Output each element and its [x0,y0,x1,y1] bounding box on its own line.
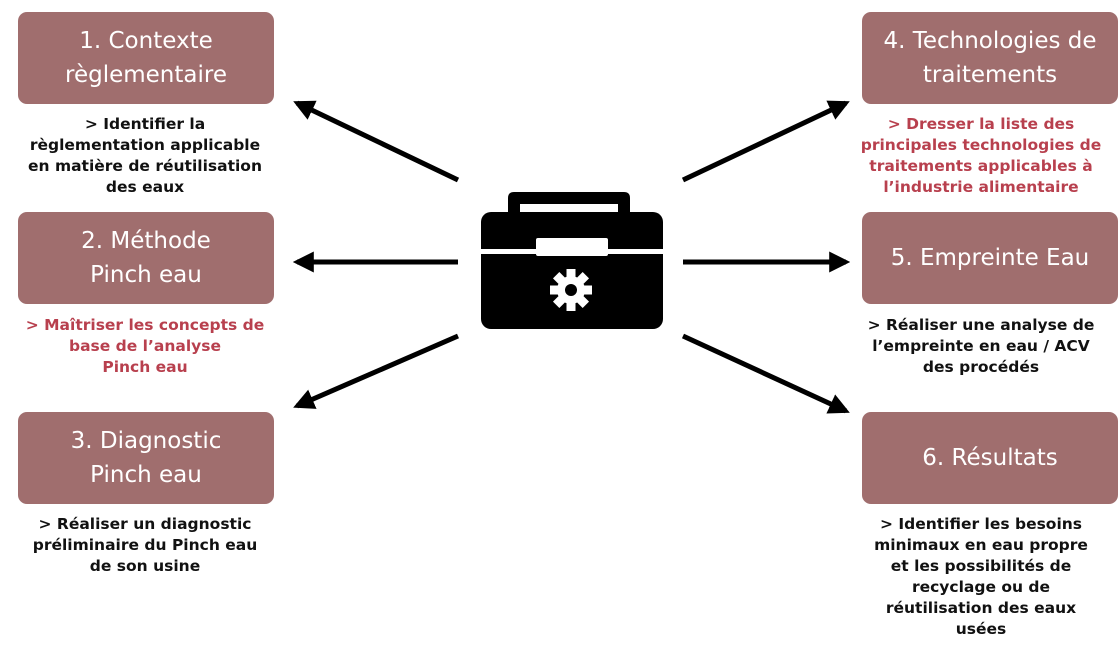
step-3-description: > Réaliser un diagnostic préliminaire du… [32,515,258,575]
step-2-title-line: 2. Méthode [81,228,211,254]
step-1-title-line: règlementaire [65,62,227,88]
toolbox-gear-icon [481,192,663,329]
step-2-title-line: Pinch eau [90,262,202,288]
step-4-title-line: traitements [922,62,1058,88]
step-3-title-line: 3. Diagnostic [70,428,222,454]
step-1-box: 1. Contexte règlementaire [18,12,274,104]
step-5-title-line: 5. Empreinte Eau [890,245,1090,271]
arrow-to-step-3 [293,333,459,409]
step-1-description: > Identifier la règlementation applicabl… [28,115,262,196]
step-3-title-line: Pinch eau [90,462,202,488]
step-4-box: 4. Technologies de traitements [862,12,1118,104]
step-5-box: 5. Empreinte Eau [862,212,1118,304]
arrow-to-step-6 [681,333,850,414]
step-6-box: 6. Résultats [862,412,1118,504]
step-6-description: > Identifier les besoins minimaux en eau… [874,515,1088,638]
step-5-description: > Réaliser une analyse de l’empreinte en… [867,316,1095,376]
step-2-box: 2. Méthode Pinch eau [18,212,274,304]
arrow-to-step-4 [681,100,850,183]
step-1-title-line: 1. Contexte [79,28,213,54]
step-6-title-line: 6. Résultats [922,445,1058,471]
step-4-description: > Dresser la liste des principales techn… [860,115,1102,196]
arrow-to-step-1 [293,100,460,183]
step-4-title-line: 4. Technologies de [883,28,1097,54]
step-3-box: 3. Diagnostic Pinch eau [18,412,274,504]
step-2-description: > Maîtriser les concepts de base de l’an… [25,316,265,376]
